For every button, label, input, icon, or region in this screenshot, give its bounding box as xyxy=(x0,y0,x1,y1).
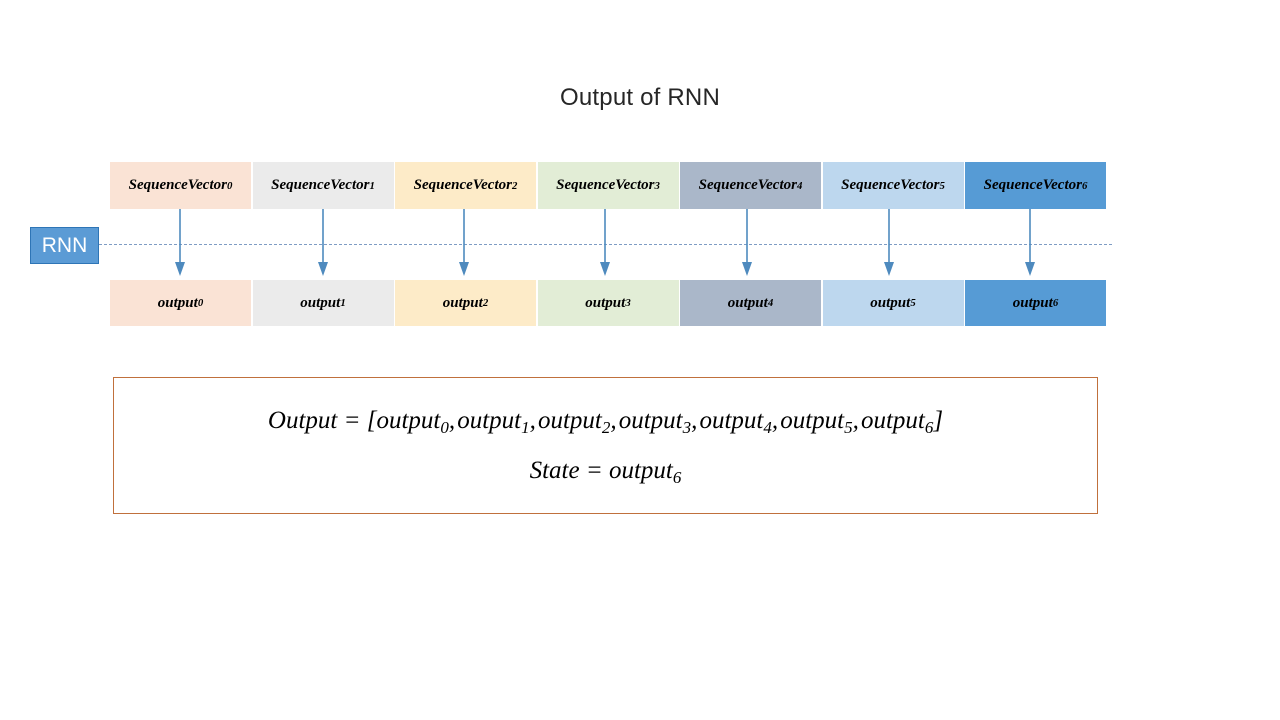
formula-output-term-sub-3: 3 xyxy=(682,417,692,437)
formula-output-term-sub-2: 2 xyxy=(601,417,611,437)
formula-output-term-1: output xyxy=(457,406,522,434)
formula-output-lhs: Output xyxy=(267,406,338,434)
formula-panel: Output = [output0, output1, output2, out… xyxy=(113,377,1098,514)
rnn-label-text: RNN xyxy=(41,234,88,257)
arrow-down-icon-1 xyxy=(318,209,328,276)
output-label-3: output xyxy=(585,294,626,311)
formula-output-term-sub-4: 4 xyxy=(763,417,772,437)
arrow-down-icon-4 xyxy=(742,209,752,276)
output-label-0: output xyxy=(157,294,198,311)
sequence-vector-label-4: SequenceVector xyxy=(698,177,797,193)
formula-output-equation: Output = [output0, output1, output2, out… xyxy=(267,406,944,437)
output-label-4: output xyxy=(727,294,768,311)
formula-output-term-2: output xyxy=(537,406,602,434)
page-title: Output of RNN xyxy=(560,84,720,111)
rnn-label-box: RNN xyxy=(30,227,99,264)
sequence-vector-label-3: SequenceVector xyxy=(556,177,655,193)
formula-state-lhs: State xyxy=(529,456,580,484)
formula-state-equals: = xyxy=(585,456,603,484)
output-label-6: output xyxy=(1012,294,1053,311)
formula-state-term-0: output xyxy=(608,456,673,484)
formula-state-equation: State = output6 xyxy=(529,456,682,487)
formula-output-term-6: output xyxy=(860,406,925,434)
arrow-down-icon-6 xyxy=(1025,209,1035,276)
formula-output-term-sub-1: 1 xyxy=(521,417,530,437)
formula-output-bracket-close: ] xyxy=(933,406,944,434)
arrow-down-icon-5 xyxy=(884,209,894,276)
sequence-vector-label-0: SequenceVector xyxy=(128,177,227,193)
formula-output-term-5: output xyxy=(780,406,845,434)
output-label-5: output xyxy=(870,294,911,311)
formula-output-term-0: output xyxy=(376,406,441,434)
arrow-down-icon-0 xyxy=(175,209,185,276)
formula-output-term-sub-5: 5 xyxy=(844,417,853,437)
sequence-vector-label-5: SequenceVector xyxy=(841,177,940,193)
formula-output-term-sub-6: 6 xyxy=(924,417,934,437)
formula-output-term-sub-0: 0 xyxy=(440,417,449,437)
formula-output-equals: = xyxy=(343,406,361,434)
arrow-down-icon-2 xyxy=(459,209,469,276)
arrow-down-icon-3 xyxy=(600,209,610,276)
sequence-vector-label-2: SequenceVector xyxy=(413,177,512,193)
formula-output-term-3: output xyxy=(618,406,683,434)
output-label-2: output xyxy=(442,294,483,311)
formula-state-term-sub-0: 6 xyxy=(672,467,682,487)
sequence-vector-label-1: SequenceVector xyxy=(271,177,370,193)
formula-output-bracket-open: [ xyxy=(366,406,377,434)
formula-output-term-4: output xyxy=(699,406,764,434)
sequence-vector-label-6: SequenceVector xyxy=(983,177,1082,193)
output-label-1: output xyxy=(300,294,341,311)
